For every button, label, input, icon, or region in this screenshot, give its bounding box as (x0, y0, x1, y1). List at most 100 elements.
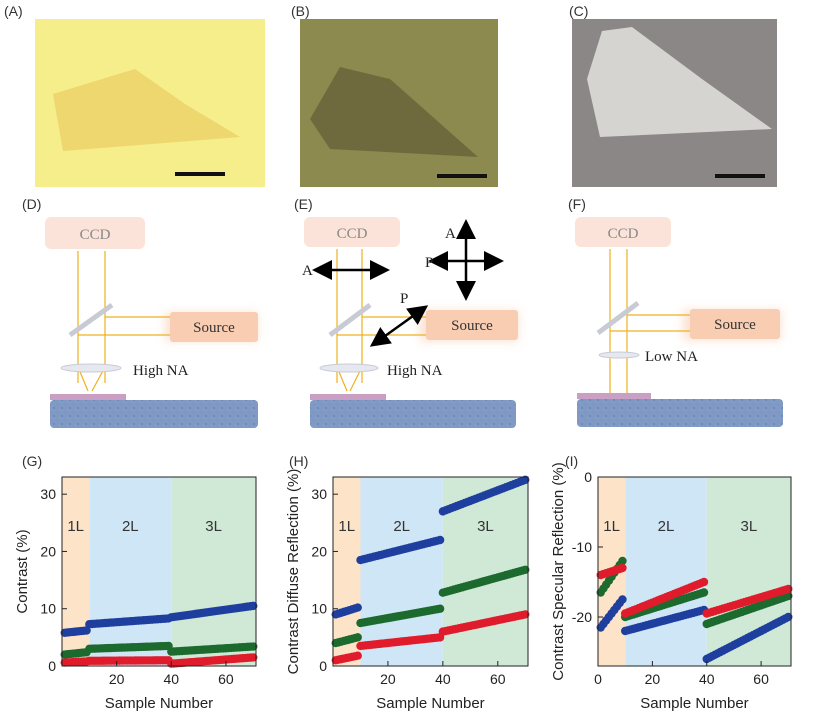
photo-c-svg (572, 19, 777, 187)
photo-b-optical-image (300, 19, 498, 187)
chart-i-ytick-label: 0 (584, 469, 592, 485)
chart-i-point-red (618, 563, 627, 573)
chart-h-point-blue (435, 535, 445, 545)
scale-bar-c (715, 174, 765, 178)
chart-h-ytick-label: 10 (311, 601, 327, 617)
polarizer-arrow-e (369, 305, 429, 347)
beam-splitter-d (68, 302, 114, 338)
chart-h-ylabel: Contrast Diffuse Reflection (%) (285, 469, 302, 675)
chart-i-region-label-1l: 1L (603, 518, 620, 535)
substrate-f (577, 399, 783, 427)
chart-g-region-label-1l: 1L (67, 518, 84, 535)
panel-label-e: (E) (294, 196, 313, 212)
panel-label-f: (F) (568, 196, 586, 212)
chart-h-point-green (353, 633, 362, 642)
chart-i-xtick-label: 60 (753, 671, 769, 687)
chart-i-region-2l (625, 477, 707, 666)
source-box-d (170, 312, 258, 342)
panel-label-h: (H) (289, 453, 309, 469)
panel-label-i: (I) (565, 453, 579, 469)
ccd-box-e (304, 217, 400, 247)
panel-label-g: (G) (22, 453, 43, 469)
objective-lens-d (60, 363, 122, 373)
chart-h-point-green (435, 604, 445, 613)
ccd-label-e: CCD (337, 226, 368, 242)
photo-a-optical-image (35, 19, 265, 187)
beam-splitter-e (328, 303, 372, 337)
chart-h-point-blue (353, 603, 362, 612)
sample-flake-f (577, 393, 651, 399)
chart-h-region-label-2l: 2L (393, 518, 410, 535)
chart-g-ytick-label: 10 (40, 601, 56, 617)
chart-i-xtick-label: 40 (699, 671, 715, 687)
chart-h-xtick-label: 20 (380, 671, 396, 687)
chart-i-ytick-label: -20 (572, 609, 592, 625)
photo-b-svg (300, 19, 498, 187)
chart-g-xtick-label: 60 (218, 671, 234, 687)
chart-g-point-red (249, 653, 258, 662)
chart-g-frame (61, 476, 257, 667)
ccd-label-d: CCD (80, 227, 111, 243)
chart-g-xtick-label: 40 (164, 671, 180, 687)
photo-a-svg (35, 19, 265, 187)
chart-g-xtick-label: 20 (109, 671, 125, 687)
source-box-e (426, 310, 518, 340)
source-label-f: Source (714, 317, 756, 333)
chart-i-point-green (618, 556, 627, 566)
source-label-e: Source (451, 318, 493, 334)
sample-flake-e (310, 394, 386, 400)
objective-lens-f (598, 351, 640, 359)
chart-h-region-label-3l: 3L (477, 518, 494, 535)
chart-g-ylabel: Contrast (%) (14, 529, 31, 613)
chart-g-region-label-2l: 2L (122, 518, 139, 535)
chart-i-point-blue (784, 612, 793, 622)
chart-i-point-red (699, 577, 709, 587)
ccd-label-f: CCD (608, 226, 639, 242)
chart-g-region-1l (62, 477, 90, 666)
photo-a-flake (53, 69, 240, 151)
chart-g-ytick-label: 0 (48, 658, 56, 674)
beam-paths-f (609, 249, 690, 393)
analyzer-label-e: A (302, 263, 313, 279)
chart-h-point-red (521, 610, 530, 619)
chart-h-ytick-label: 0 (319, 658, 327, 674)
panel-label-a: (A) (4, 3, 23, 19)
photo-c-optical-image (572, 19, 777, 187)
chart-h-point-blue (521, 475, 530, 485)
chart-h-ytick-label: 20 (311, 543, 327, 559)
chart-h-frame (332, 476, 529, 667)
substrate-e (310, 400, 516, 428)
cross-p-label: P (425, 255, 433, 271)
photo-b-flake (310, 67, 478, 157)
microscope-schematics: CCD Source High NA CCD Source High NA A (45, 217, 783, 428)
cross-a-label: A (445, 226, 456, 242)
panel-label-c: (C) (569, 3, 589, 19)
substrate-d (50, 400, 258, 428)
chart-g-ytick-label: 20 (40, 543, 56, 559)
scale-bar-a (175, 172, 225, 176)
chart-i-point-red (784, 584, 793, 594)
ccd-box-f (575, 217, 671, 247)
chart-g-region-2l (89, 477, 172, 666)
chart-h-xtick-label: 60 (490, 671, 506, 687)
sample-flake-d (50, 394, 126, 400)
chart-i-region-label-2l: 2L (658, 518, 675, 535)
chart-g-region-3l (171, 477, 256, 666)
panel-label-b: (B) (291, 3, 310, 19)
na-label-d: High NA (133, 363, 189, 379)
chart-g-ytick-label: 30 (40, 486, 56, 502)
beam-splitter-f (596, 301, 640, 335)
source-box-f (690, 309, 780, 339)
schematic-d: CCD Source High NA (45, 217, 258, 428)
chart-i-xtick-label: 0 (594, 671, 602, 687)
chart-i-xlabel: Sample Number (640, 695, 748, 712)
chart-h-xtick-label: 40 (435, 671, 451, 687)
chart-i-ytick-label: -10 (572, 539, 592, 555)
objective-lens-e (319, 363, 379, 373)
chart-h-xlabel: Sample Number (376, 695, 484, 712)
schematic-e: CCD Source High NA A P A P (302, 217, 518, 428)
chart-h-point-red (353, 651, 362, 660)
photo-c-flake (587, 27, 772, 137)
